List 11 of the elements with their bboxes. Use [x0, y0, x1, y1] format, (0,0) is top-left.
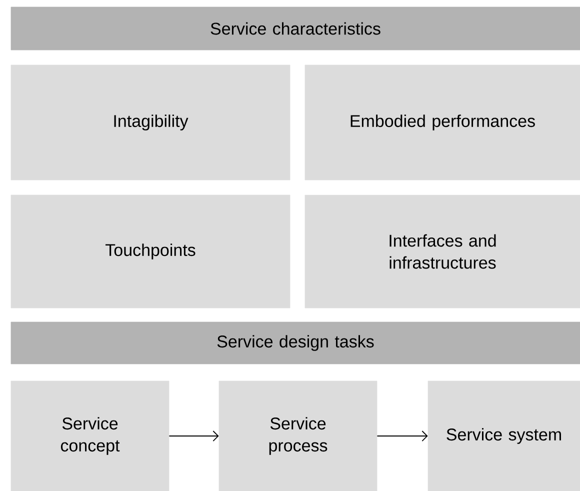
arrow	[376, 430, 428, 442]
concept-box: Intagibility	[10, 64, 290, 180]
concept-box: Touchpoints	[10, 194, 290, 308]
arrow	[168, 430, 219, 442]
concept-box: Service concept	[10, 380, 170, 491]
section-header-band: Service design tasks	[10, 322, 580, 364]
concept-box: Embodied performances	[304, 64, 580, 180]
section-header-band: Service characteristics	[10, 6, 580, 50]
concept-box: Service system	[428, 380, 580, 491]
concept-box: Service process	[218, 380, 378, 491]
concept-box: Interfaces and infrastructures	[304, 194, 580, 308]
